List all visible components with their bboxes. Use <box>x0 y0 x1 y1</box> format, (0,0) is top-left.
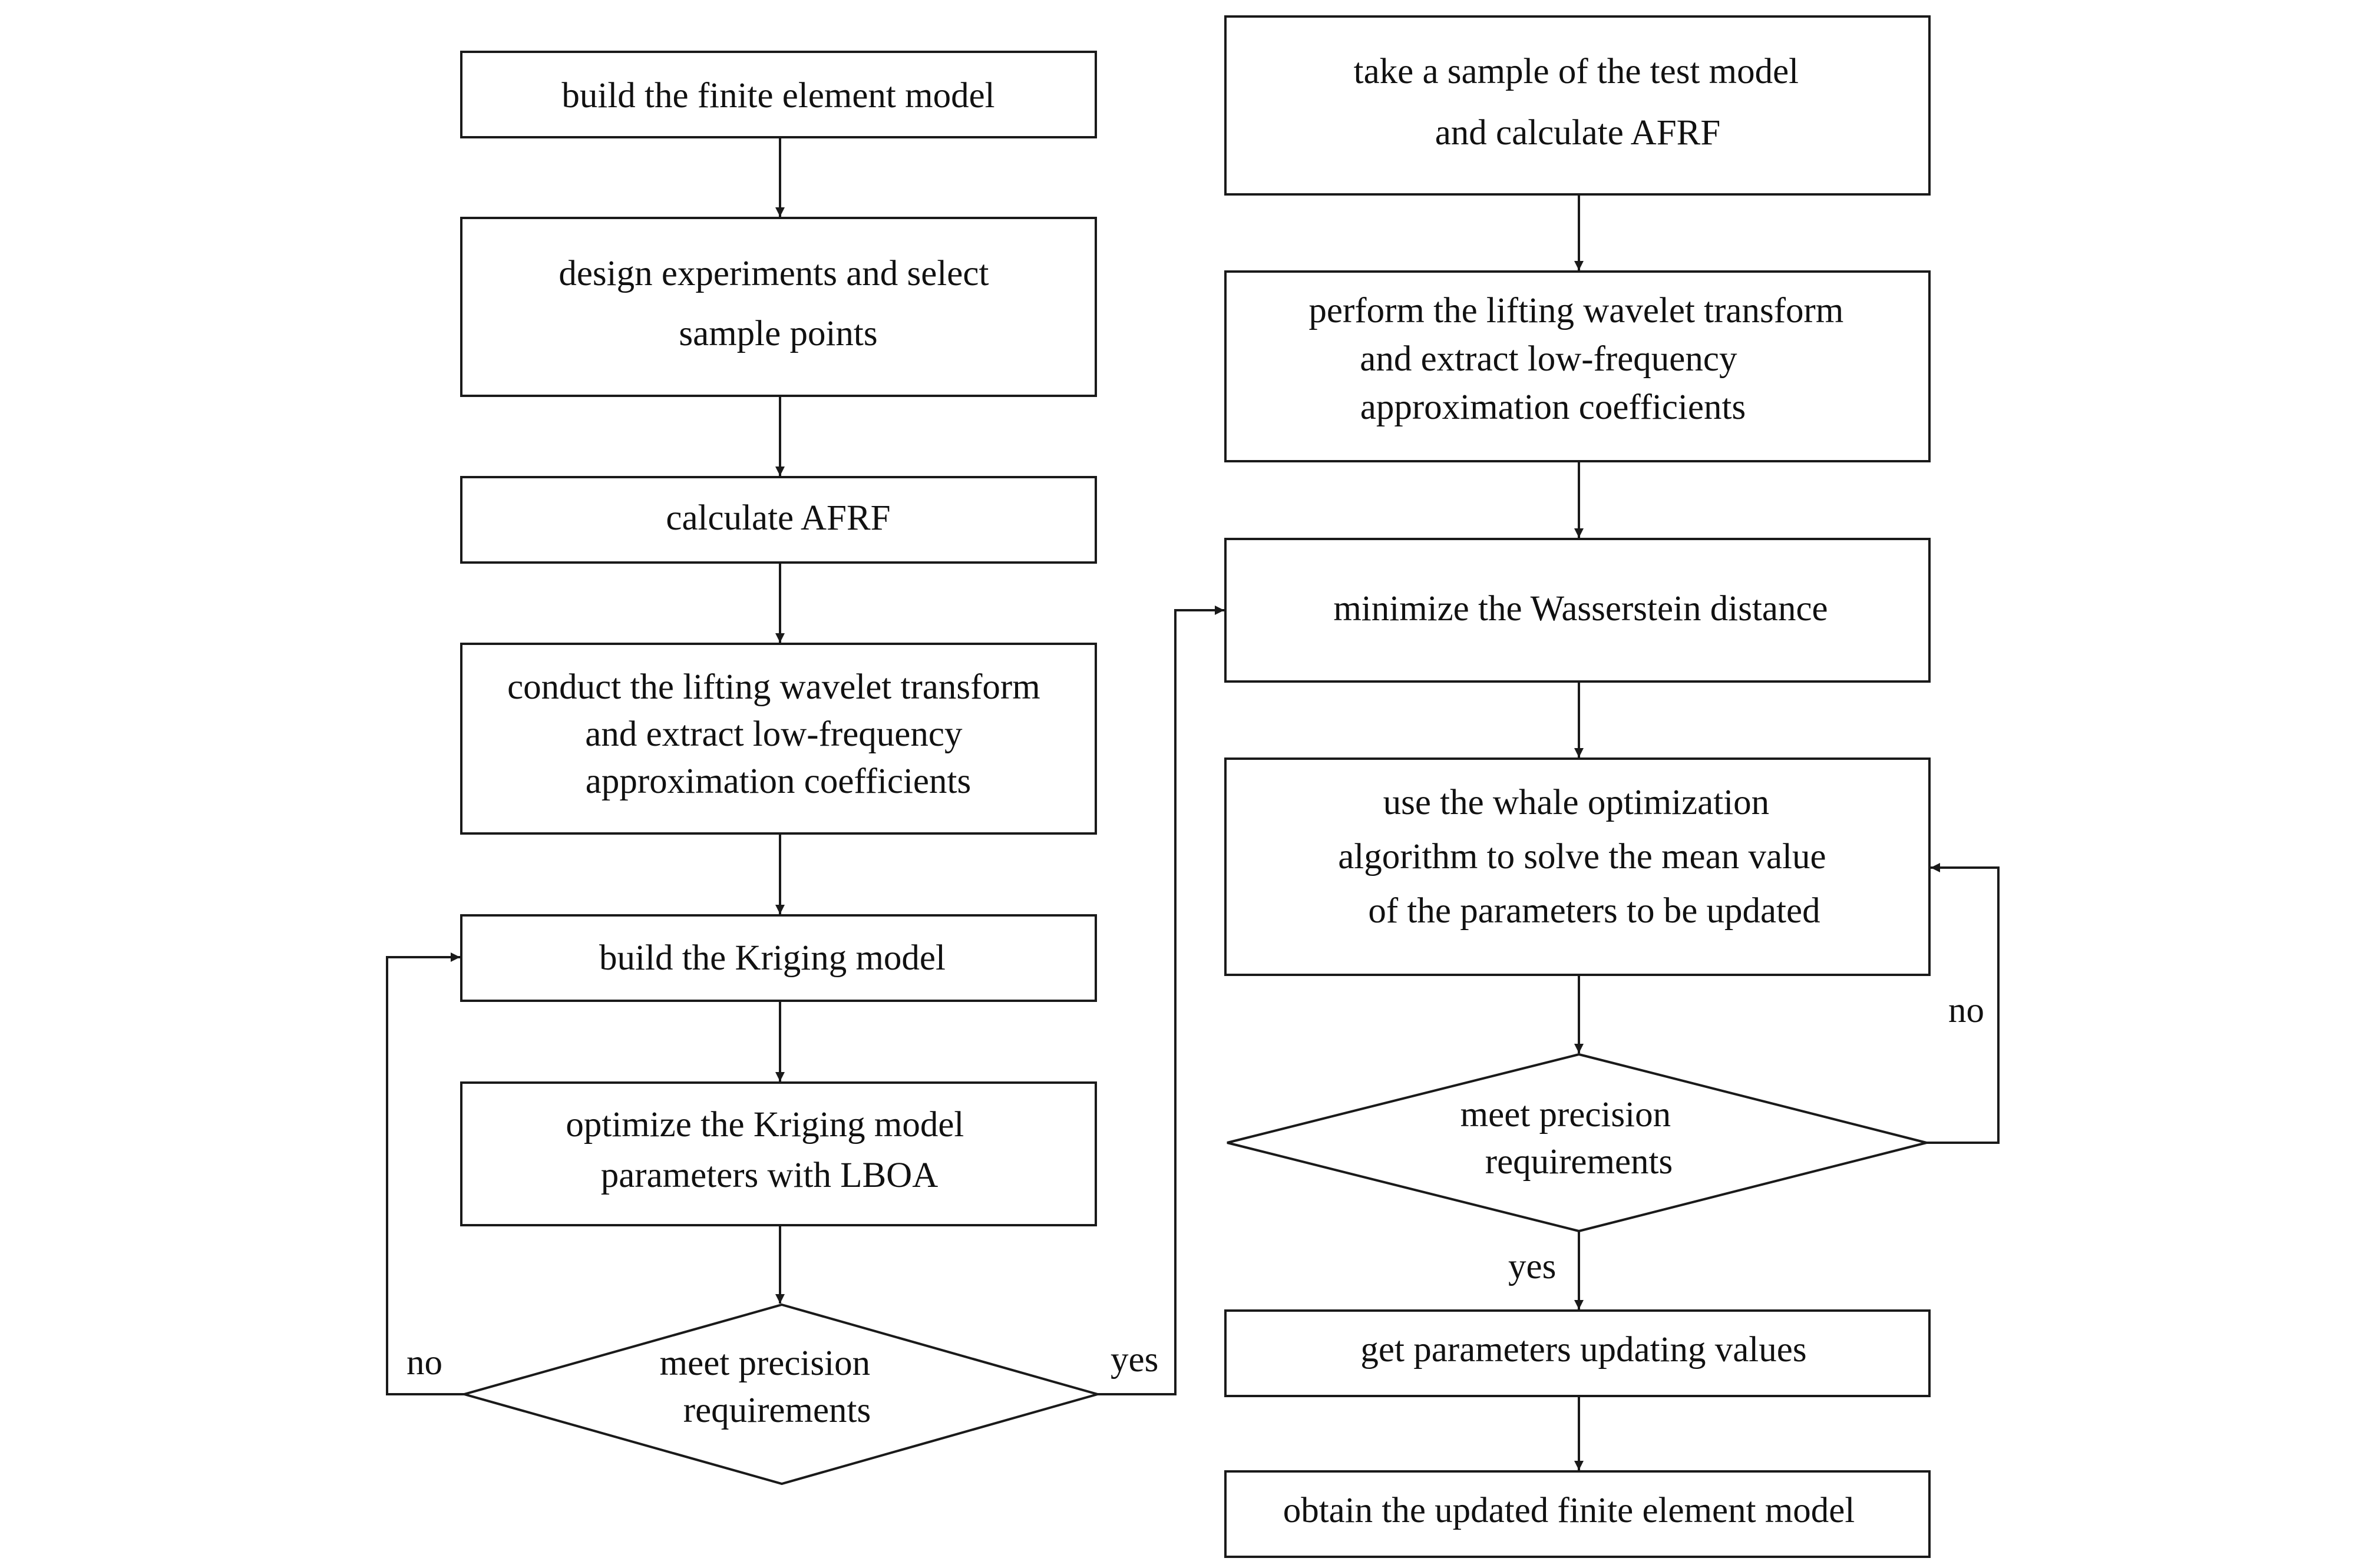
node-build-kriging: build the Kriging model <box>460 914 1097 1002</box>
node-lwt-left: conduct the lifting wavelet transform an… <box>460 643 1097 835</box>
node-build-kriging-text: build the Kriging model <box>599 938 946 978</box>
node-calculate-afrf: calculate AFRF <box>460 476 1097 564</box>
node-test-sample-text: take a sample of the test model and calc… <box>1354 52 1808 153</box>
node-get-parameters: get parameters updating values <box>1224 1309 1931 1397</box>
edge-label-left-no: no <box>407 1343 442 1382</box>
edge-right-no-loop <box>1926 863 2000 1144</box>
node-whale-optimization: use the whale optimization algorithm to … <box>1224 757 1931 976</box>
decision-right-text: meet precision requirements <box>1460 1095 1680 1182</box>
edge-left-yes-to-wasserstein <box>1098 606 1224 1395</box>
edge-label-left-yes: yes <box>1111 1340 1158 1380</box>
node-whale-optimization-text: use the whale optimization algorithm to … <box>1338 783 1835 931</box>
node-get-parameters-text: get parameters updating values <box>1360 1330 1806 1369</box>
node-wasserstein: minimize the Wasserstein distance <box>1224 538 1931 683</box>
node-lwt-right: perform the lifting wavelet transform an… <box>1224 270 1931 462</box>
node-design-experiments: design experiments and select sample poi… <box>460 217 1097 397</box>
node-test-sample: take a sample of the test model and calc… <box>1224 15 1931 196</box>
node-updated-fem-text: obtain the updated finite element model <box>1283 1491 1855 1530</box>
node-wasserstein-text: minimize the Wasserstein distance <box>1333 589 1828 628</box>
decision-left: meet precision requirements <box>460 1303 1102 1486</box>
node-updated-fem: obtain the updated finite element model <box>1224 1470 1931 1558</box>
decision-right: meet precision requirements <box>1227 1053 1927 1233</box>
edge-label-right-yes: yes <box>1508 1247 1556 1286</box>
node-build-fem-text: build the finite element model <box>561 76 994 115</box>
node-design-experiments-text: design experiments and select sample poi… <box>559 254 997 353</box>
node-build-fem: build the finite element model <box>460 51 1097 138</box>
node-lwt-left-text: conduct the lifting wavelet transform an… <box>507 667 1049 801</box>
edge-left-no-loop <box>386 952 464 1395</box>
node-optimize-kriging-text: optimize the Kriging model parameters wi… <box>566 1105 973 1195</box>
edge-label-right-no: no <box>1948 991 1984 1030</box>
node-calculate-afrf-text: calculate AFRF <box>666 498 890 538</box>
node-lwt-right-text: perform the lifting wavelet transform an… <box>1308 291 1852 427</box>
node-optimize-kriging: optimize the Kriging model parameters wi… <box>460 1081 1097 1226</box>
decision-left-text: meet precision requirements <box>660 1344 880 1430</box>
